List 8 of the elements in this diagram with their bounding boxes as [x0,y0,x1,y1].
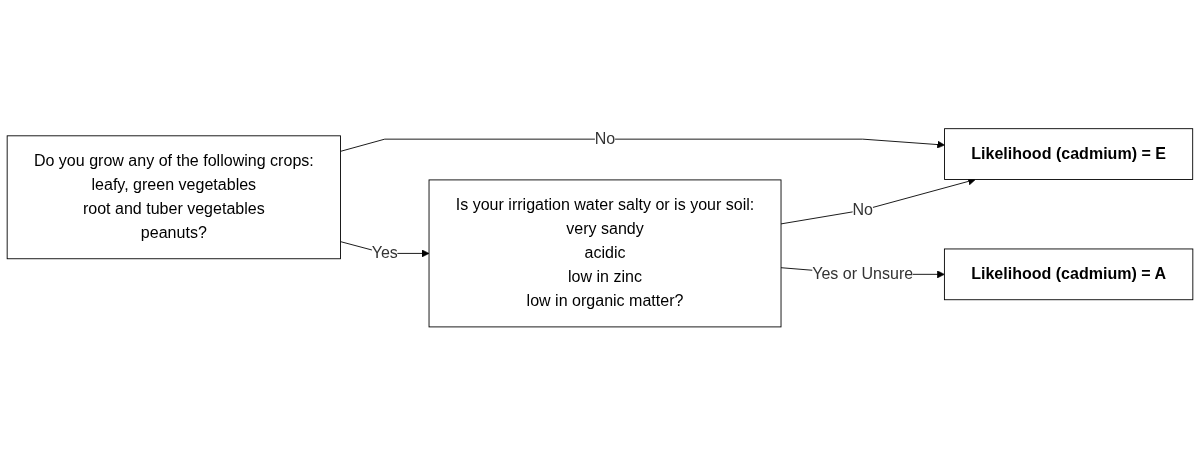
edge-label: No [852,201,873,220]
node-box: Do you grow any of the following crops: leafy, green vegetables root and tuber vegetables peanuts? [6,135,341,260]
node-box: Likelihood (cadmium) = A [943,249,1194,301]
node-box: Is your irrigation water salty or is your soil: very sandy acidic low in zinc low in organic matter? [428,179,782,328]
edge-label: Yes [371,244,398,263]
edge-label: No [594,130,616,149]
edge-label: Yes or Unsure [812,265,914,284]
node-box: Likelihood (cadmium) = E [944,128,1194,181]
